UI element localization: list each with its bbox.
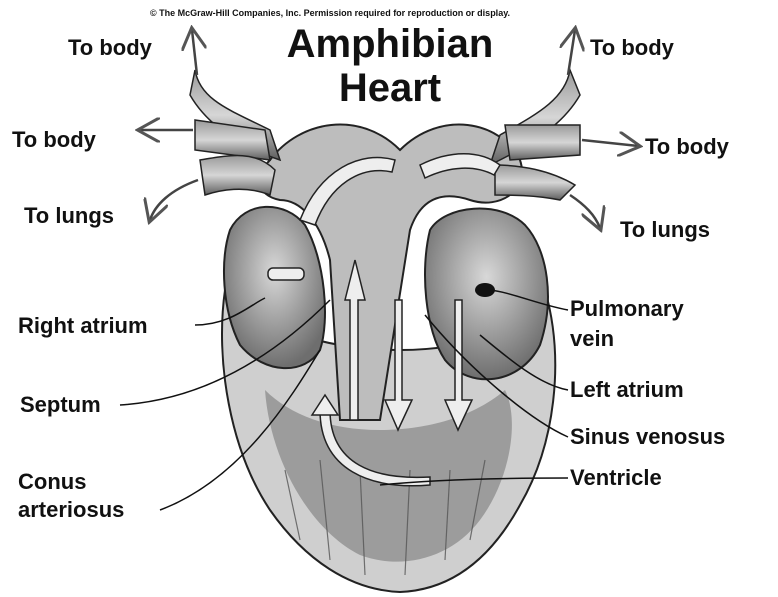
label-sinus-venosus: Sinus venosus [570, 425, 725, 449]
label-right-atrium: Right atrium [18, 314, 148, 338]
label-septum: Septum [20, 393, 101, 417]
label-pulmonary-line-1: Pulmonary [570, 297, 684, 321]
label-to-lungs-right: To lungs [620, 218, 710, 242]
label-to-body-mid-right: To body [645, 135, 729, 159]
label-left-atrium: Left atrium [570, 378, 684, 402]
copyright-notice: © The McGraw-Hill Companies, Inc. Permis… [150, 8, 510, 18]
label-to-body-top-left: To body [68, 36, 152, 60]
label-pulmonary-line-2: vein [570, 327, 614, 351]
label-to-body-top-right: To body [590, 36, 674, 60]
label-conus-line-2: arteriosus [18, 498, 124, 522]
title-line-2: Heart [265, 66, 515, 110]
right-atrium-chamber [224, 207, 325, 368]
diagram-title: Amphibian Heart [265, 22, 515, 110]
label-conus-line-1: Conus [18, 470, 86, 494]
label-to-lungs-left: To lungs [24, 204, 114, 228]
title-line-1: Amphibian [265, 22, 515, 66]
label-ventricle: Ventricle [570, 466, 662, 490]
label-to-body-mid-left: To body [12, 128, 96, 152]
